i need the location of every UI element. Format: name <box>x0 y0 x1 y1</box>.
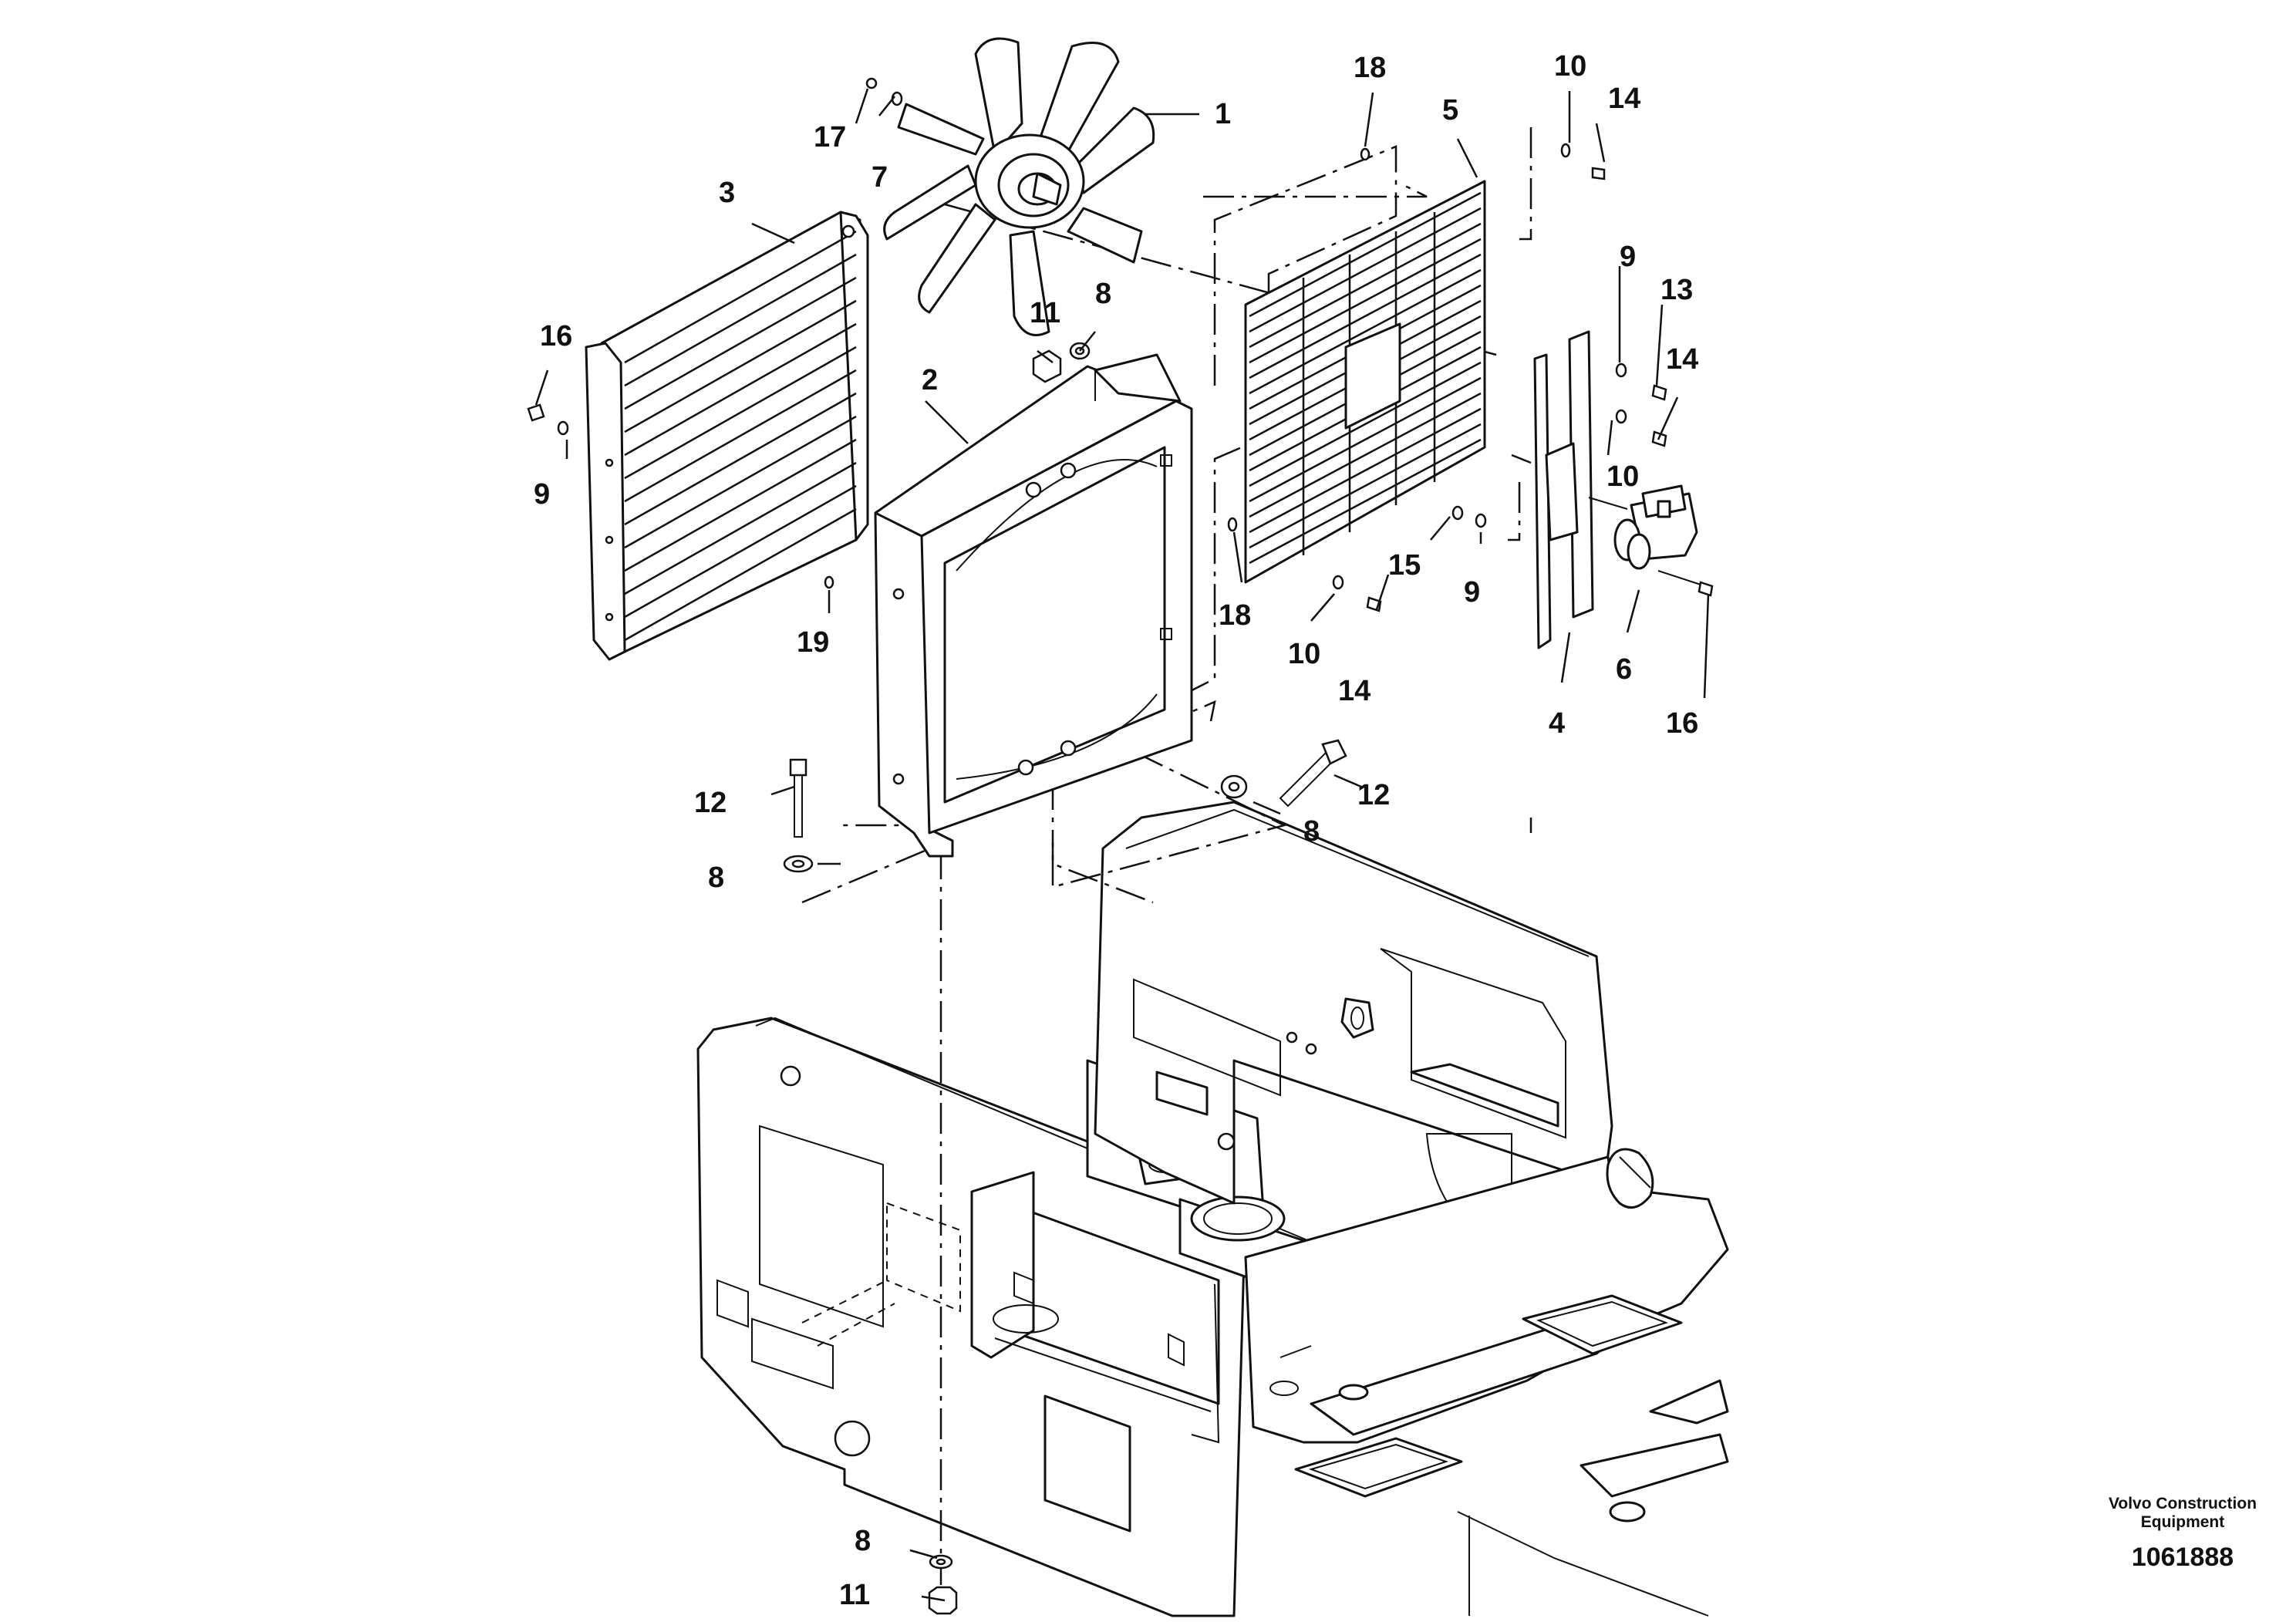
brand-line-1: Volvo Construction <box>2109 1495 2257 1512</box>
callout-2: 2 <box>922 364 938 396</box>
callout-9-right: 9 <box>1620 241 1636 273</box>
drawing-number: 1061888 <box>2132 1543 2234 1572</box>
callout-leaders <box>534 88 1710 1602</box>
callout-11-top: 11 <box>1030 297 1060 329</box>
callout-6: 6 <box>1616 653 1632 686</box>
radiator-frame-part-2 <box>874 353 1193 858</box>
sensor-block-part-6 <box>1588 484 1698 570</box>
fan-part-1 <box>883 37 1155 336</box>
callout-15: 15 <box>1388 549 1421 582</box>
callout-14-top: 14 <box>1608 83 1640 115</box>
callout-10-top: 10 <box>1554 50 1586 83</box>
callout-17: 17 <box>814 121 846 153</box>
callout-16-right: 16 <box>1666 707 1698 740</box>
callout-7: 7 <box>872 161 888 194</box>
callout-labels: 1 2 3 4 5 6 7 8 8 8 8 9 9 9 10 10 10 11 … <box>534 50 1698 1611</box>
callout-8-right: 8 <box>1303 815 1320 848</box>
drawing-footer: Volvo Construction Equipment 1061888 <box>2109 1495 2257 1572</box>
callout-16-left: 16 <box>540 320 572 352</box>
callout-12-right: 12 <box>1357 779 1390 811</box>
callout-13: 13 <box>1660 274 1693 306</box>
callout-18-mid: 18 <box>1219 599 1251 632</box>
callout-9-left: 9 <box>534 478 550 511</box>
callout-5: 5 <box>1442 94 1458 126</box>
callout-18-top: 18 <box>1354 52 1386 84</box>
callout-8-bottom: 8 <box>855 1525 871 1557</box>
callout-12-left: 12 <box>694 787 727 819</box>
fasteners <box>527 77 1714 1615</box>
mesh-screen-part-5 <box>1244 180 1486 584</box>
machine-frame <box>696 801 1729 1617</box>
callout-1: 1 <box>1215 98 1231 130</box>
louvred-guard-part-3 <box>585 211 869 661</box>
callout-8-top: 8 <box>1095 278 1111 310</box>
callout-10-right: 10 <box>1607 460 1639 493</box>
callout-8-left: 8 <box>708 862 724 894</box>
callout-4: 4 <box>1549 707 1565 740</box>
callout-9-mid: 9 <box>1464 576 1480 609</box>
brand-line-2: Equipment <box>2141 1513 2225 1531</box>
side-bracket-part-4 <box>1533 330 1594 649</box>
callout-10-mid: 10 <box>1288 638 1320 670</box>
callout-14-mid: 14 <box>1338 675 1371 707</box>
callout-19: 19 <box>797 626 829 659</box>
callout-3: 3 <box>719 177 735 209</box>
callout-11-bottom: 11 <box>839 1579 870 1611</box>
callout-14-right: 14 <box>1666 343 1698 376</box>
